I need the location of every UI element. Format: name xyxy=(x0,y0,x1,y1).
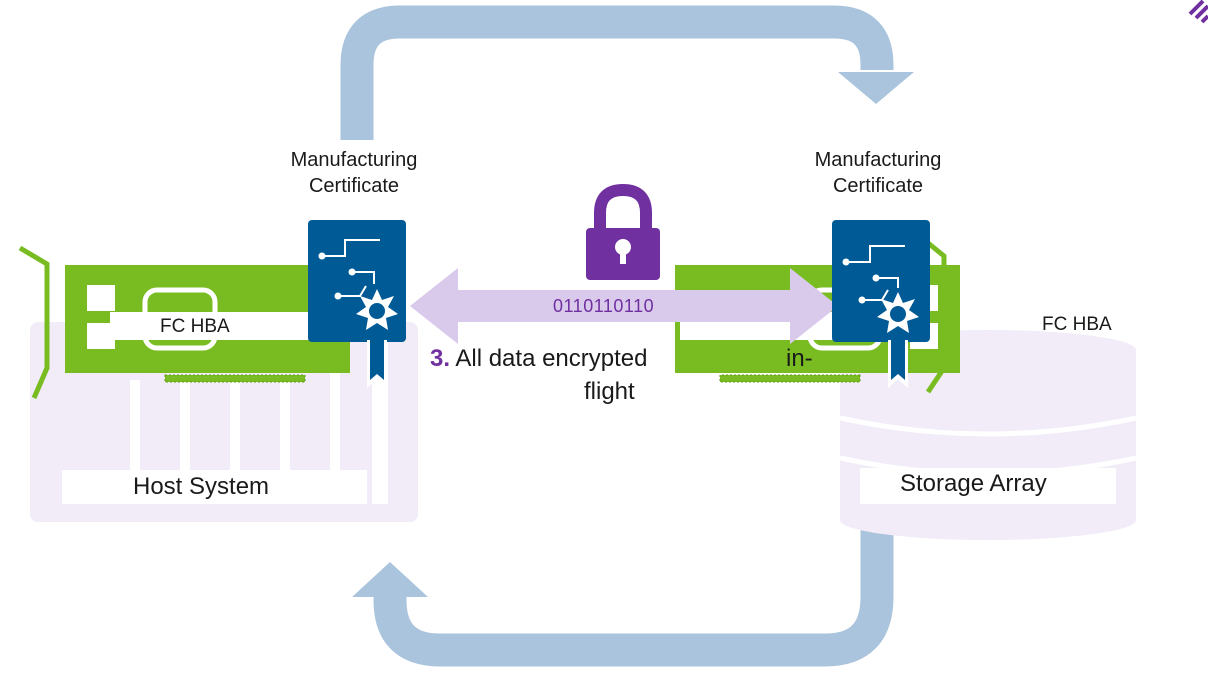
right-certificate-label: Manufacturing Certificate xyxy=(778,147,978,199)
left-certificate-label-line1: Manufacturing xyxy=(290,149,418,171)
host-system-label: Host System xyxy=(133,473,270,500)
right-certificate-label-line1: Manufacturing xyxy=(814,149,942,171)
step-text-hyphen: in- xyxy=(786,345,813,372)
encrypted-link-arrow xyxy=(410,268,838,344)
binary-data-text: 0110110110 xyxy=(553,296,655,316)
bottom-arrow xyxy=(373,520,894,667)
cycle-arrow-icon xyxy=(340,5,894,667)
left-certificate-label: Manufacturing Certificate xyxy=(254,147,454,199)
bottom-arrowhead xyxy=(352,562,428,597)
left-hba-card xyxy=(18,245,350,399)
step-text-line1: All data encrypted xyxy=(455,345,648,372)
right-certificate-label-line2: Certificate xyxy=(832,175,924,197)
right-hba-card xyxy=(675,236,960,394)
storage-array-label: Storage Array xyxy=(900,470,1047,497)
lock-icon xyxy=(586,183,660,280)
right-hba-label: FC HBA xyxy=(1042,314,1112,335)
left-certificate-icon xyxy=(308,220,406,388)
corner-accent-icon xyxy=(1188,0,1208,24)
step-number: 3. xyxy=(430,345,451,372)
step-text: 3. All data encrypted xyxy=(430,344,647,374)
left-certificate-label-line2: Certificate xyxy=(308,175,400,197)
left-hba-label: FC HBA xyxy=(160,316,230,337)
step-text-line2: flight xyxy=(584,378,635,405)
top-arrowhead xyxy=(838,72,914,104)
right-certificate-icon xyxy=(832,220,930,388)
top-arrow xyxy=(340,5,894,140)
